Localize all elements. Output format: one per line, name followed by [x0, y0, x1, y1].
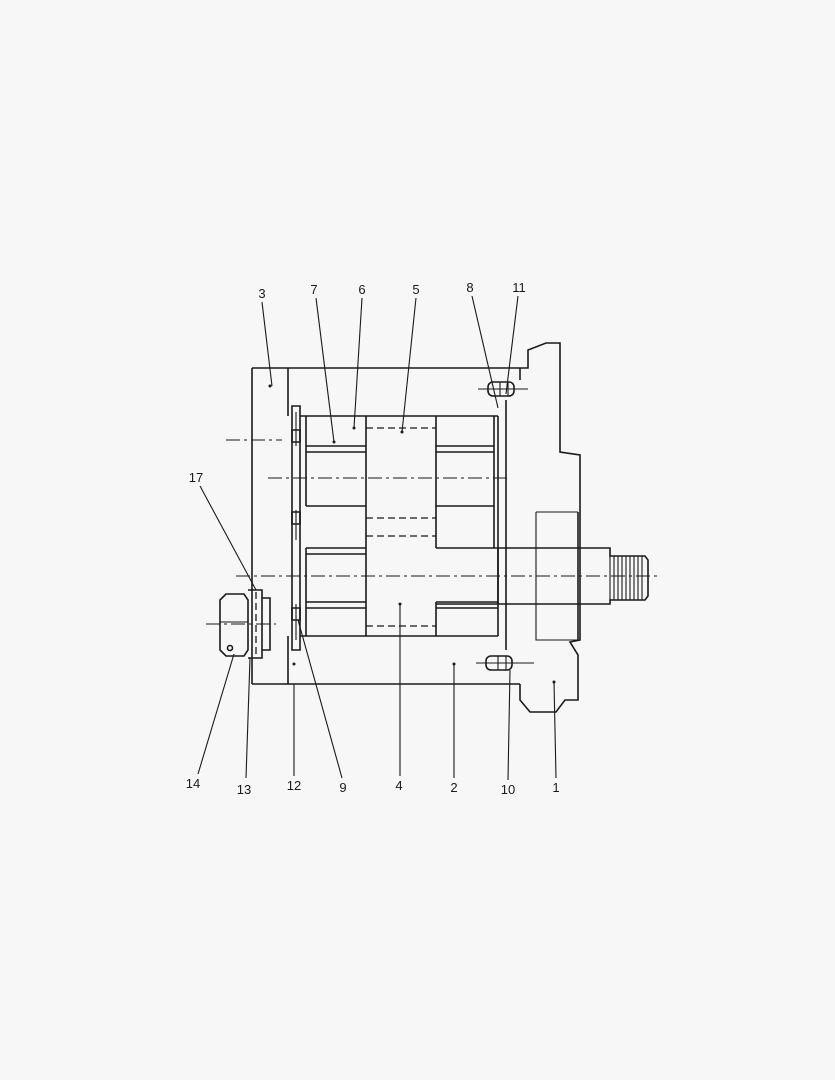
callout-2: 2: [450, 780, 457, 795]
callout-14: 14: [186, 776, 200, 791]
leader-lines: [197, 295, 557, 781]
callout-17: 17: [189, 470, 203, 485]
callout-4: 4: [395, 778, 402, 793]
callout-11: 11: [512, 280, 526, 295]
cover-bolt: [219, 589, 271, 659]
callout-1: 1: [552, 780, 559, 795]
dowel-pin-lower: [476, 655, 534, 671]
callout-3: 3: [258, 286, 265, 301]
callout-5: 5: [412, 282, 419, 297]
callout-12: 12: [287, 778, 301, 793]
drive-shaft: [436, 547, 649, 605]
dowel-pin-upper: [478, 381, 528, 397]
gear-pair: [365, 416, 437, 636]
pump-body: [300, 400, 507, 650]
front-flange: [519, 342, 581, 713]
callout-8: 8: [466, 280, 473, 295]
callout-7: 7: [310, 282, 317, 297]
callout-6: 6: [358, 282, 365, 297]
centre-lines: [206, 439, 660, 625]
lower-bushing: [305, 547, 498, 636]
callout-13: 13: [237, 782, 251, 797]
upper-bushing: [305, 416, 495, 548]
seal-plate: [291, 405, 301, 651]
callout-labels: 3 7 6 5 8 11 17 14 13 12 9 4 2 10 1: [186, 280, 560, 797]
callout-9: 9: [339, 780, 346, 795]
rear-cover: [251, 367, 520, 685]
callout-10: 10: [501, 782, 515, 797]
